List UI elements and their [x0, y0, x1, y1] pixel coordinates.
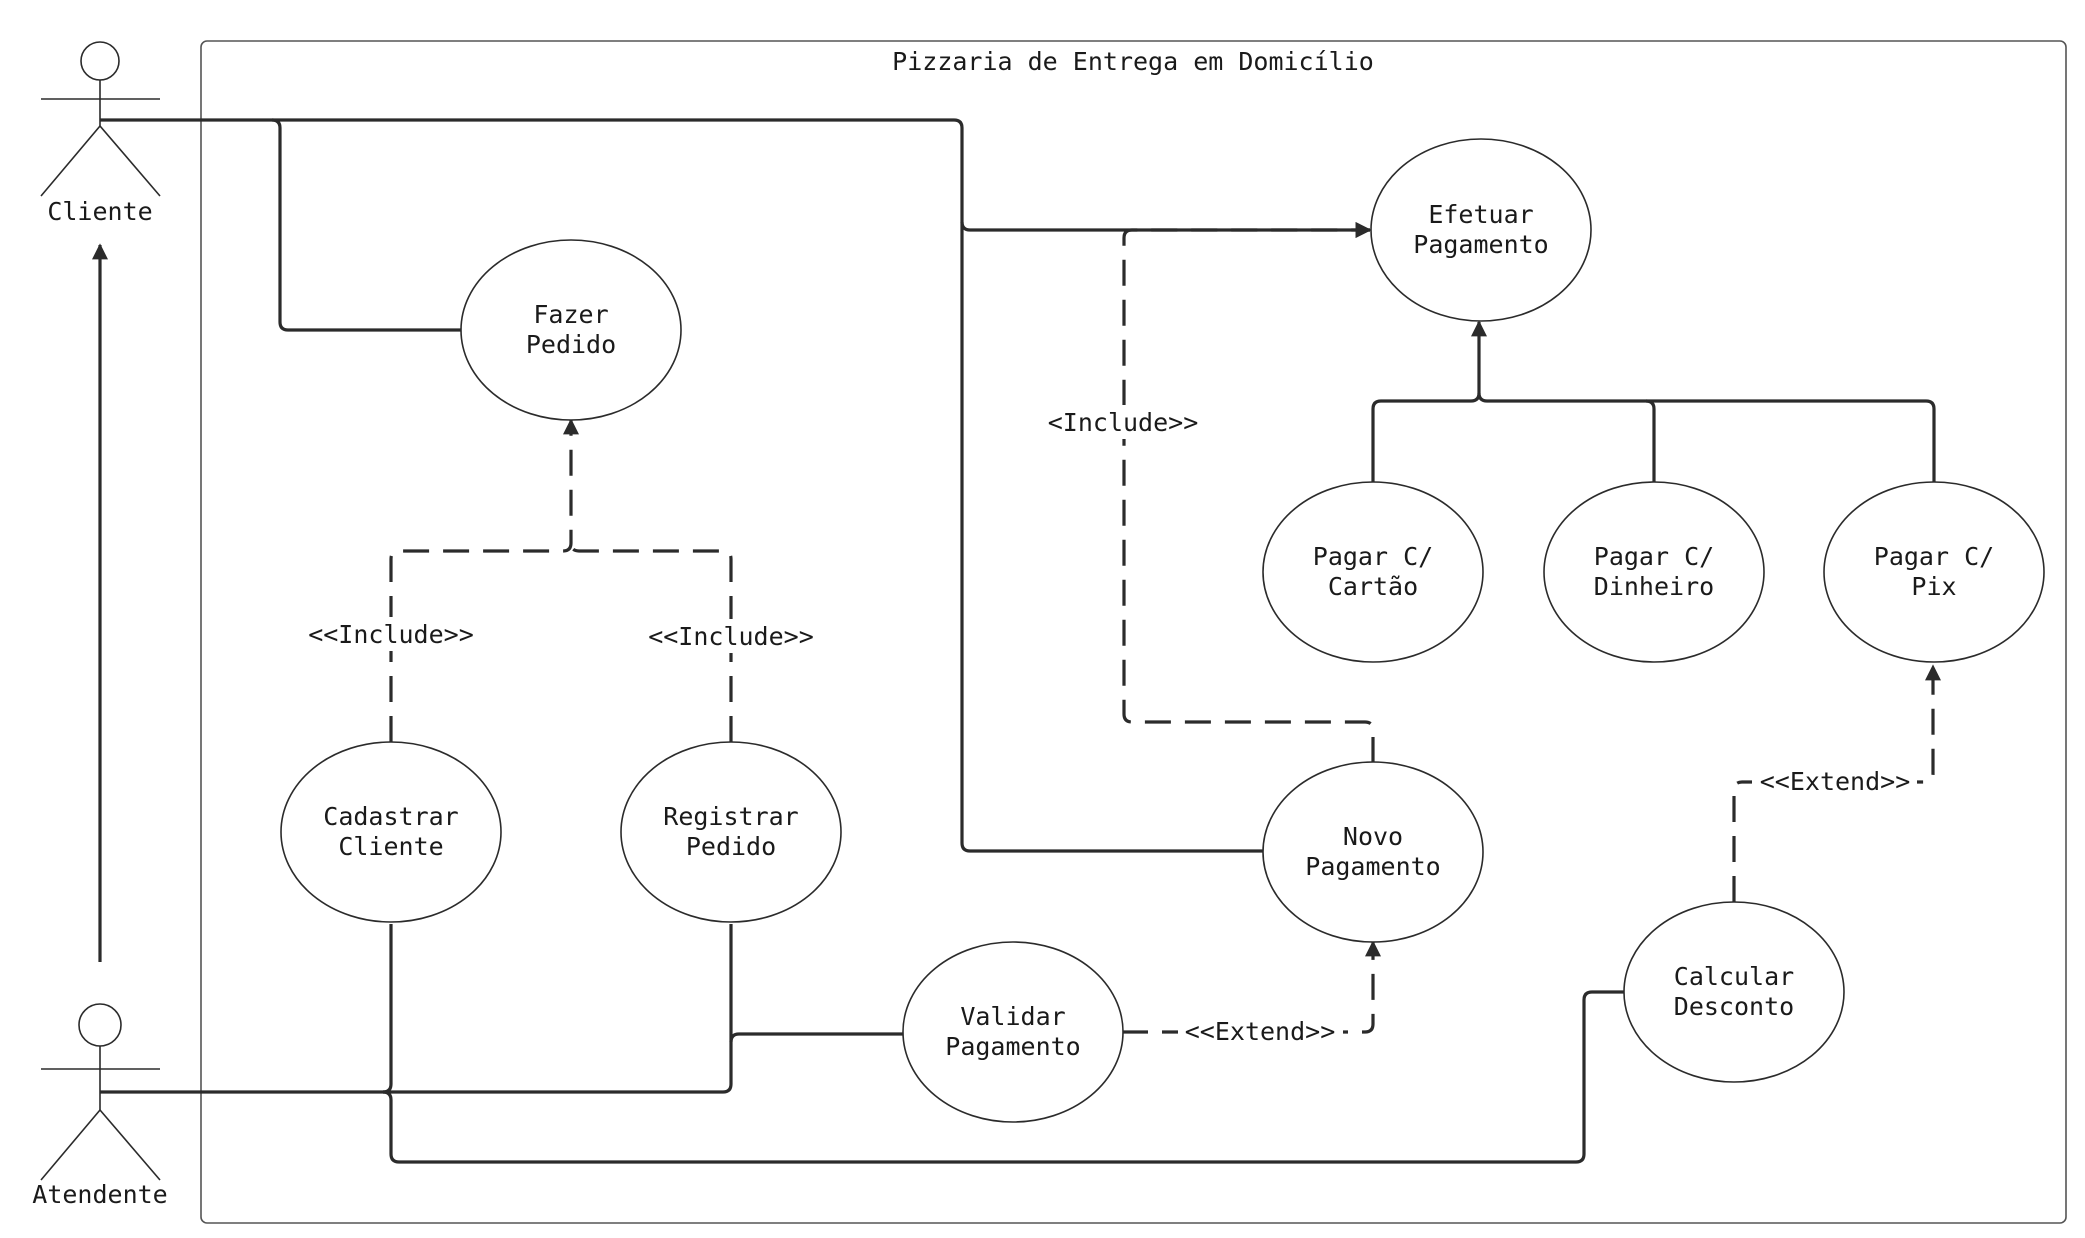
include-registrar-line — [569, 542, 733, 742]
system-boundary — [200, 40, 2067, 1224]
use-case-calcular-desconto-line1: Calcular — [1674, 962, 1794, 991]
use-case-efetuar-pagamento-line1: Efetuar — [1428, 200, 1533, 229]
assoc-validar-pagamento — [729, 1032, 904, 1043]
use-case-fazer-pedido-line1: Fazer — [533, 300, 608, 329]
include-cadastrar-line — [389, 418, 579, 742]
assoc-cliente-fazer-pedido — [100, 118, 462, 332]
include-cadastrar-label: <<Include>> — [308, 620, 474, 649]
actor-cliente[interactable]: Cliente — [40, 41, 161, 226]
use-case-pagar-dinheiro-line1: Pagar C/ — [1594, 542, 1714, 571]
use-case-fazer-pedido[interactable]: Fazer Pedido — [460, 239, 682, 421]
use-case-novo-pagamento-line1: Novo — [1343, 822, 1403, 851]
actor-atendente[interactable]: Atendente — [32, 1003, 168, 1209]
actor-cliente-label: Cliente — [47, 197, 152, 226]
use-case-pagar-pix[interactable]: Pagar C/ Pix — [1823, 481, 2045, 663]
use-case-pagar-pix-line2: Pix — [1911, 572, 1956, 601]
use-case-cadastrar-cliente-line2: Cliente — [338, 832, 443, 861]
include-registrar-label: <<Include>> — [648, 622, 814, 651]
use-case-validar-pagamento-line2: Pagamento — [945, 1032, 1080, 1061]
extend-validar-line — [1122, 940, 1381, 1034]
use-case-registrar-pedido-line2: Pedido — [686, 832, 776, 861]
generalization-pagar-pix — [1646, 399, 1936, 482]
use-case-pagar-dinheiro[interactable]: Pagar C/ Dinheiro — [1543, 481, 1765, 663]
use-case-cadastrar-cliente[interactable]: Cadastrar Cliente — [280, 741, 502, 923]
use-case-pagar-cartao-line2: Cartão — [1328, 572, 1418, 601]
use-case-registrar-pedido[interactable]: Registrar Pedido — [620, 741, 842, 923]
assoc-cliente-efetuar-pagamento — [272, 118, 1372, 238]
use-case-cadastrar-cliente-line1: Cadastrar — [323, 802, 458, 831]
generalization-pagar-cartao — [1371, 320, 1487, 482]
extend-desconto-label: <<Extend>> — [1760, 767, 1911, 796]
use-case-efetuar-pagamento[interactable]: Efetuar Pagamento — [1370, 138, 1592, 322]
use-case-novo-pagamento-line2: Pagamento — [1305, 852, 1440, 881]
use-case-pagar-cartao-line1: Pagar C/ — [1313, 542, 1433, 571]
use-case-fazer-pedido-line2: Pedido — [526, 330, 616, 359]
use-case-validar-pagamento-line1: Validar — [960, 1002, 1065, 1031]
use-case-calcular-desconto-line2: Desconto — [1674, 992, 1794, 1021]
assoc-atendente-calcular-desconto — [382, 990, 1624, 1164]
generalization-pagar-dinheiro — [1477, 392, 1656, 482]
use-case-pagar-pix-line1: Pagar C/ — [1874, 542, 1994, 571]
actor-atendente-label: Atendente — [32, 1180, 167, 1209]
use-case-pagar-dinheiro-line2: Dinheiro — [1594, 572, 1714, 601]
assoc-atendente-cadastrar-cliente — [382, 924, 393, 1094]
system-title: Pizzaria de Entrega em Domicílio — [892, 47, 1374, 76]
extend-validar-label: <<Extend>> — [1185, 1017, 1336, 1046]
include-novo-pagamento-label: <Include>> — [1048, 408, 1199, 437]
use-case-pagar-cartao[interactable]: Pagar C/ Cartão — [1262, 481, 1484, 663]
include-novo-pagamento-line — [1122, 222, 1375, 763]
use-case-novo-pagamento[interactable]: Novo Pagamento — [1262, 761, 1484, 943]
use-case-efetuar-pagamento-line2: Pagamento — [1413, 230, 1548, 259]
use-case-registrar-pedido-line1: Registrar — [663, 802, 798, 831]
assoc-cliente-novo-pagamento — [960, 222, 1264, 853]
assoc-atendente-registrar-pedido — [100, 924, 733, 1094]
use-case-calcular-desconto[interactable]: Calcular Desconto — [1623, 901, 1845, 1083]
use-case-validar-pagamento[interactable]: Validar Pagamento — [902, 941, 1124, 1123]
